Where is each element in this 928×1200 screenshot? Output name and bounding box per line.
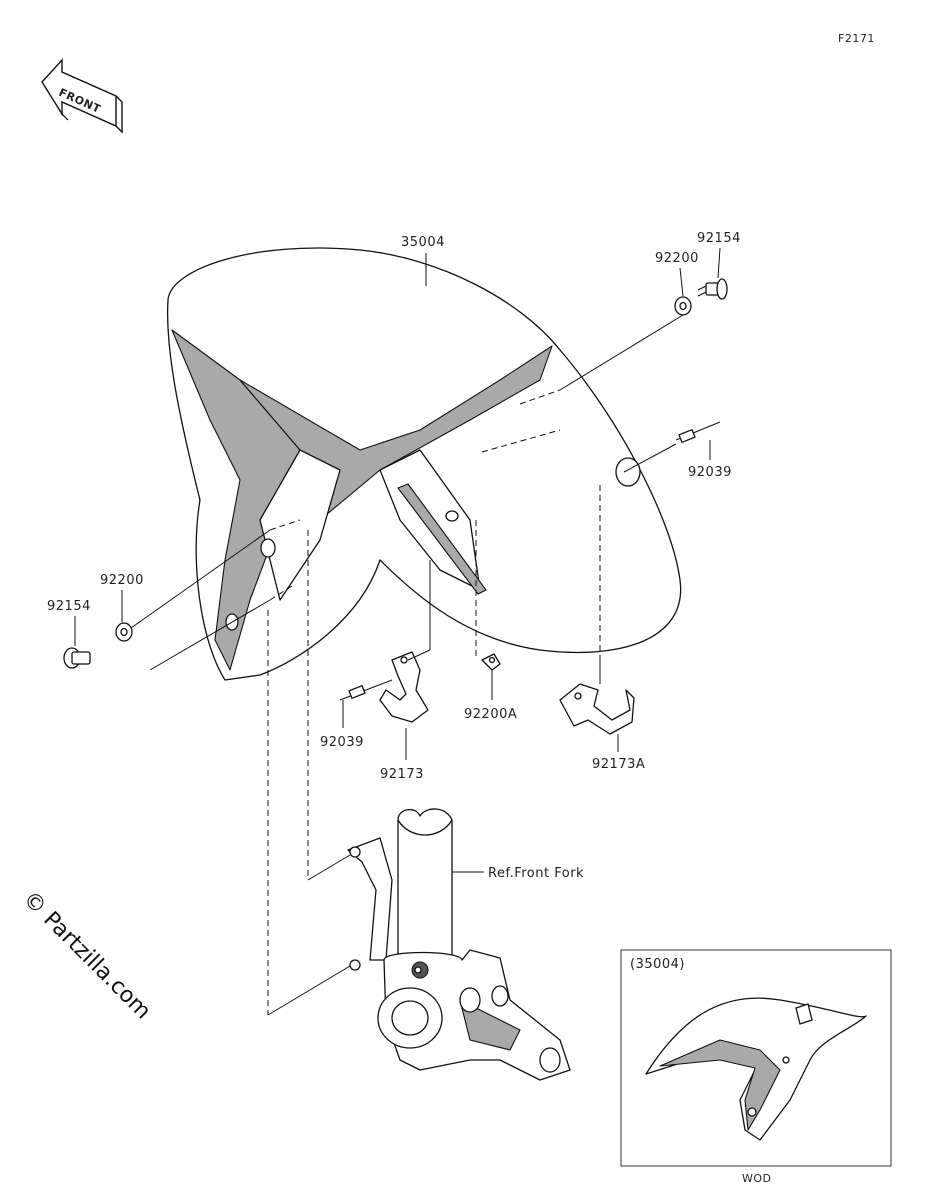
front-arrow-icon: FRONT — [41, 58, 123, 134]
washer-center-icon — [481, 653, 501, 671]
assembly-lines — [130, 314, 684, 1016]
label-92200a: 92200A — [464, 707, 517, 722]
label-92173a: 92173A — [592, 757, 645, 772]
clamp-left-icon — [379, 651, 429, 723]
label-92154-left: 92154 — [47, 599, 91, 614]
inset-caption: WOD — [742, 1172, 772, 1185]
bolt-left-icon — [63, 647, 91, 669]
front-fender: 35004 — [166, 235, 682, 681]
label-92039-left: 92039 — [320, 735, 364, 750]
label-front-fork-ref: Ref.Front Fork — [488, 866, 584, 881]
clamp-pin-left-icon — [339, 679, 393, 701]
label-35004: 35004 — [401, 235, 445, 250]
label-92173: 92173 — [380, 767, 424, 782]
label-92200-right: 92200 — [655, 251, 699, 266]
label-92154-right: 92154 — [697, 231, 741, 246]
washer-right-icon — [674, 296, 692, 316]
inset-fender-icon — [645, 997, 867, 1141]
label-92200-left: 92200 — [100, 573, 144, 588]
washer-left-icon — [115, 622, 133, 642]
bolt-right-icon — [697, 278, 728, 300]
label-92039-right: 92039 — [688, 465, 732, 480]
watermark: © Partzilla.com — [18, 887, 156, 1025]
clamp-pin-right-icon — [675, 421, 721, 443]
front-fork: Ref.Front Fork — [347, 808, 584, 1081]
figure-code: F2171 — [838, 32, 875, 45]
clamp-right-icon — [559, 683, 635, 735]
inset-label: (35004) — [630, 957, 685, 972]
inset-box: (35004) WOD — [620, 949, 892, 1185]
